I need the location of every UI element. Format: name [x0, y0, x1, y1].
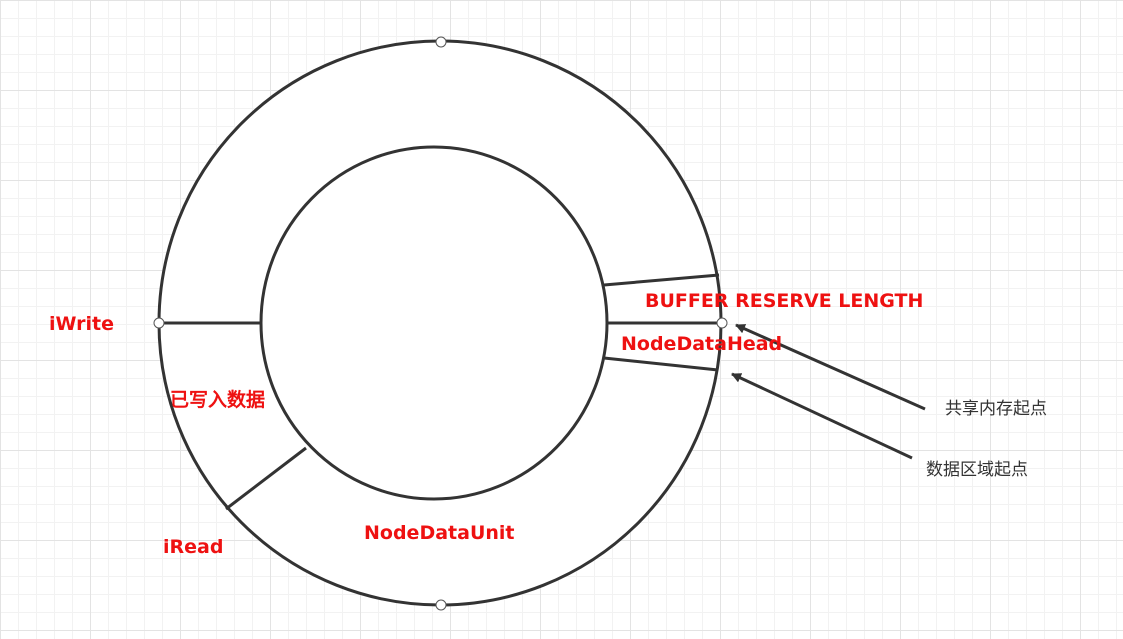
label-data-area-start: 数据区域起点: [926, 460, 1028, 480]
handle-right[interactable]: [716, 317, 728, 329]
arrow-data-area-start: [731, 372, 913, 460]
label-shared-memory-start: 共享内存起点: [945, 399, 1047, 419]
label-iwrite: iWrite: [49, 313, 114, 335]
label-node-data-head: NodeDataHead: [621, 333, 783, 355]
divider-buffer-reserve: [603, 273, 720, 287]
inner-circle: [259, 145, 609, 501]
divider-node-data-head-bottom: [603, 356, 719, 372]
divider-iread: [225, 446, 307, 511]
label-node-data-unit: NodeDataUnit: [364, 522, 515, 544]
handle-bottom[interactable]: [435, 599, 447, 611]
label-written-data: 已写入数据: [170, 389, 266, 411]
label-buffer-reserve-length: BUFFER RESERVE LENGTH: [645, 290, 924, 312]
label-iread: iRead: [163, 536, 224, 558]
arrow-shared-memory-start: [735, 323, 926, 411]
handle-left[interactable]: [153, 317, 165, 329]
handle-top[interactable]: [435, 36, 447, 48]
